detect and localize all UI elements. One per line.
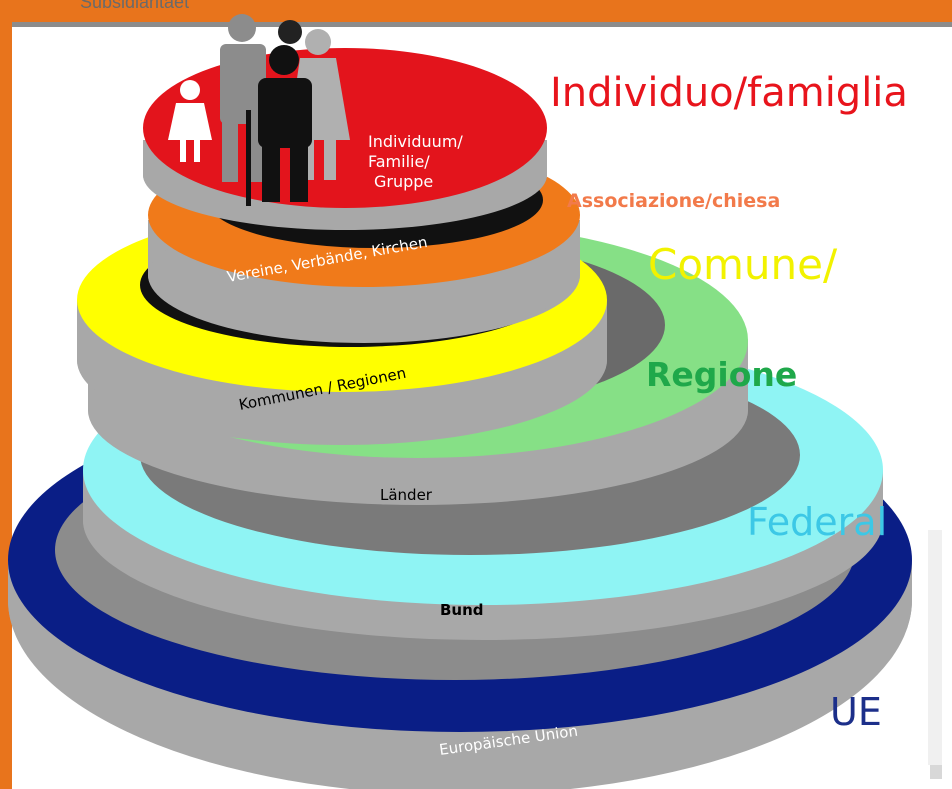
label-comune: Comune/ (648, 240, 838, 289)
side-strip-corner (930, 765, 942, 779)
label-laender: Länder (380, 486, 433, 504)
label-associazione-chiesa: Associazione/chiesa (567, 190, 781, 212)
top-caption: Subsidiaritaet (80, 0, 189, 12)
label-ue: UE (830, 690, 882, 734)
side-strip (928, 530, 942, 765)
frame-shadow (12, 22, 952, 27)
label-gruppe: Gruppe (374, 172, 433, 191)
label-familie: Familie/ (368, 152, 430, 171)
label-regione: Regione (646, 355, 798, 394)
family-figures-icon (168, 14, 350, 206)
label-federal: Federal (747, 500, 888, 544)
label-individuum: Individuum/ (368, 132, 463, 151)
label-bund: Bund (440, 601, 484, 619)
label-individuo-famiglia: Individuo/famiglia (550, 70, 908, 116)
